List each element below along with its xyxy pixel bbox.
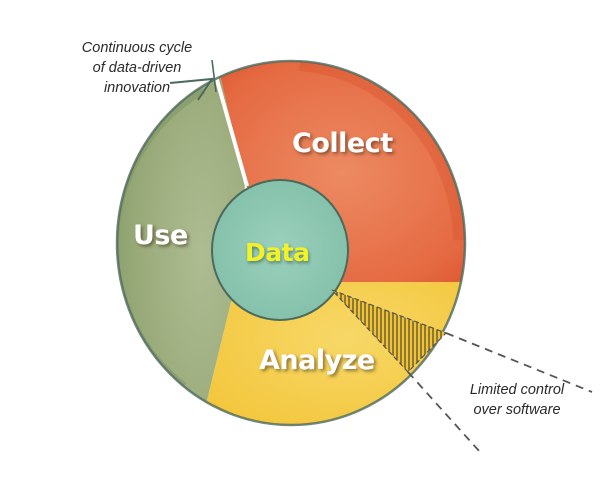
cycle-annotation-line-2: of data-driven — [92, 60, 182, 76]
limited-control-region — [331, 289, 448, 373]
cycle-annotation-line-3: innovation — [103, 80, 171, 96]
limited-control-leader-upper — [445, 332, 593, 393]
cycle-annotation: Continuous cycle of data-driven innovati… — [62, 38, 212, 98]
outer-ring-outline — [115, 59, 467, 427]
cycle-arrow — [169, 77, 214, 101]
cycle-annotation-line-1: Continuous cycle — [81, 40, 193, 56]
data-label: Data — [245, 238, 310, 267]
analyze-label: Analyze — [259, 345, 375, 376]
limited-control-leader-lower — [407, 371, 481, 453]
limited-control-line-2: over software — [473, 402, 561, 418]
cycle-arrow-tick — [211, 59, 217, 93]
collect-label: Collect — [292, 128, 393, 159]
use-label: Use — [133, 220, 188, 251]
limited-control-annotation: Limited control over software — [452, 380, 582, 420]
data-core — [211, 179, 349, 321]
use-collect-divider — [211, 65, 249, 187]
limited-control-line-1: Limited control — [469, 382, 565, 398]
